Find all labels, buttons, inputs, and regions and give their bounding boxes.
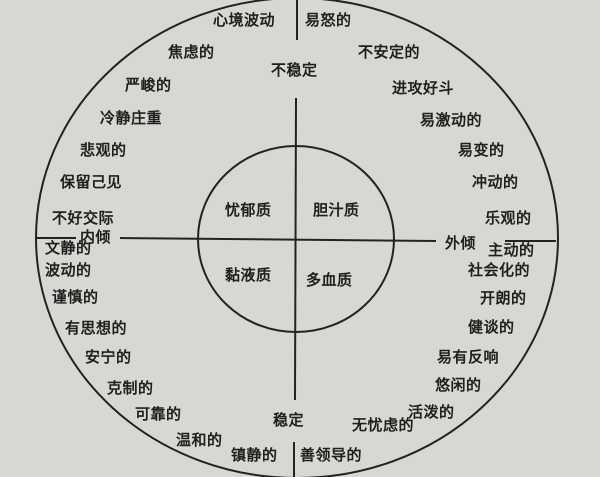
trait-label: 文静的 (45, 239, 92, 257)
axis-label-introvert: 内倾 (80, 228, 112, 246)
trait-label: 进攻好斗 (392, 79, 455, 97)
trait-label: 可靠的 (135, 405, 182, 423)
temperament-choleric: 胆汁质 (313, 201, 360, 219)
trait-label: 镇静的 (231, 446, 278, 464)
trait-label: 安宁的 (85, 348, 132, 366)
outer-circle (35, 0, 559, 477)
trait-label: 乐观的 (485, 209, 532, 227)
trait-label: 无忧虑的 (352, 416, 415, 434)
temperament-phlegmatic: 黏液质 (225, 266, 272, 284)
trait-label: 悲观的 (80, 141, 127, 159)
trait-label: 善领导的 (300, 446, 363, 464)
temperament-sanguine: 多血质 (306, 271, 353, 289)
trait-label: 活泼的 (408, 403, 455, 421)
trait-label: 严峻的 (125, 76, 172, 94)
trait-label: 开朗的 (480, 289, 527, 307)
trait-label: 健谈的 (468, 318, 515, 336)
trait-label: 心境波动 (213, 11, 276, 29)
trait-label: 悠闲的 (435, 376, 482, 394)
trait-label: 易有反响 (437, 348, 500, 366)
trait-label: 波动的 (45, 261, 92, 279)
vertical-axis-middle (294, 97, 297, 401)
axis-label-unstable: 不稳定 (271, 61, 318, 79)
trait-label: 不好交际 (52, 209, 115, 227)
trait-label: 有思想的 (65, 319, 128, 337)
axis-label-extrovert: 外倾 (445, 234, 477, 252)
trait-label: 易怒的 (305, 11, 352, 29)
trait-label: 克制的 (107, 379, 154, 397)
trait-label: 温和的 (176, 431, 223, 449)
trait-label: 不安定的 (358, 43, 421, 61)
trait-label: 社会化的 (468, 261, 531, 279)
temperament-melancholic: 忧郁质 (225, 201, 272, 219)
axis-label-stable: 稳定 (273, 411, 305, 429)
trait-label: 主动的 (488, 241, 535, 259)
trait-label: 谨慎的 (52, 288, 99, 306)
trait-label: 保留己见 (60, 173, 123, 191)
horizontal-axis-middle (119, 237, 437, 242)
trait-label: 冷静庄重 (100, 109, 163, 127)
trait-label: 焦虑的 (168, 43, 215, 61)
trait-label: 易激动的 (420, 111, 483, 129)
trait-label: 易变的 (458, 141, 505, 159)
trait-label: 冲动的 (472, 173, 519, 191)
